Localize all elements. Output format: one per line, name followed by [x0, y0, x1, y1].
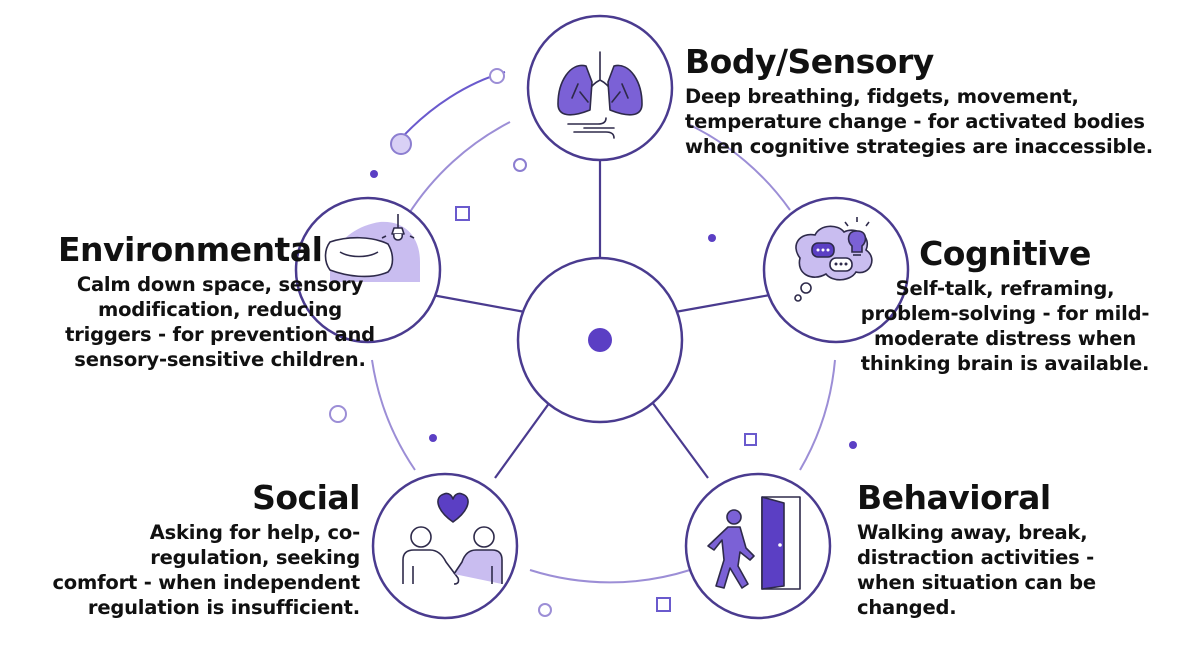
outer-ring [371, 121, 836, 584]
desc-line: moderate distress when [873, 327, 1137, 350]
desc-line: triggers - for prevention and [65, 323, 375, 346]
desc-line: Self-talk, reframing, [895, 277, 1115, 300]
desc-line: Walking away, break, [857, 521, 1088, 544]
walking-out-door-icon [707, 496, 801, 590]
node-circle-body-sensory [526, 14, 674, 162]
decor-shapes [329, 68, 857, 617]
people-heart-icon [402, 492, 503, 585]
pillow-lamp-icon [324, 214, 420, 282]
desc-line: distraction activities - [857, 546, 1095, 569]
center-dot [588, 328, 612, 352]
node-title: Behavioral [857, 478, 1051, 517]
desc-line: regulation is insufficient. [87, 596, 360, 619]
desc-line: Deep breathing, fidgets, movement, [685, 85, 1079, 108]
desc-line: when situation can be [857, 571, 1096, 594]
node-title: Body/Sensory [685, 42, 934, 81]
desc-line: problem-solving - for mild- [860, 302, 1150, 325]
desc-line: sensory-sensitive children. [74, 348, 366, 371]
thought-bubble-icon [794, 217, 873, 302]
node-title: Social [252, 478, 360, 517]
node-title: Environmental [58, 230, 323, 269]
desc-line: regulation, seeking [150, 546, 360, 569]
node-label-social: Social Asking for help, co- regulation, … [15, 480, 360, 620]
node-label-body-sensory: Body/Sensory Deep breathing, fidgets, mo… [685, 44, 1185, 159]
desc-line: changed. [857, 596, 957, 619]
node-title: Cognitive [919, 234, 1091, 273]
desc-line: comfort - when independent [52, 571, 360, 594]
desc-line: Calm down space, sensory [76, 273, 364, 296]
node-description: Asking for help, co- regulation, seeking… [15, 520, 360, 620]
lungs-icon [557, 51, 643, 139]
node-label-environmental: Environmental Calm down space, sensory m… [20, 232, 420, 372]
node-description: Self-talk, reframing, problem-solving - … [830, 276, 1180, 376]
desc-line: thinking brain is available. [860, 352, 1150, 375]
desc-line: when cognitive strategies are inaccessib… [685, 135, 1153, 158]
node-description: Deep breathing, fidgets, movement, tempe… [685, 84, 1185, 159]
desc-line: temperature change - for activated bodie… [685, 110, 1145, 133]
spokes [431, 150, 771, 479]
node-description: Calm down space, sensory modification, r… [20, 272, 420, 372]
node-label-cognitive: Cognitive Self-talk, reframing, problem-… [810, 236, 1180, 376]
node-label-behavioral: Behavioral Walking away, break, distract… [857, 480, 1187, 620]
node-description: Walking away, break, distraction activit… [857, 520, 1187, 620]
desc-line: Asking for help, co- [149, 521, 360, 544]
desc-line: modification, reducing [97, 298, 343, 321]
